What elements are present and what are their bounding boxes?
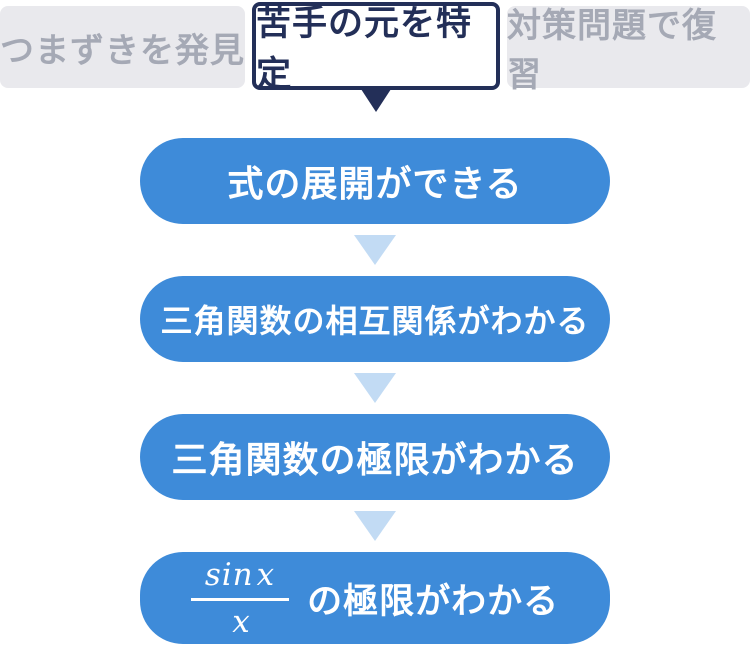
down-arrow-icon <box>354 511 396 541</box>
formula-denominator: x <box>232 604 251 640</box>
flow-step-label: 式の展開ができる <box>227 163 523 204</box>
tab-label: 苦手の元を特定 <box>256 4 473 94</box>
down-arrow-icon <box>354 235 396 265</box>
sinx-over-x-formula: sinx x <box>190 558 290 640</box>
step-tabs: つまずきを発見 苦手の元を特定 対策問題で復習 <box>0 0 750 112</box>
flow-step-trig-interrelations[interactable]: 三角関数の相互関係がわかる <box>140 276 610 362</box>
flow-step-label: の極限がわかる <box>307 581 560 621</box>
formula-numerator: sinx <box>190 558 290 601</box>
flow-step-trig-limits[interactable]: 三角関数の極限がわかる <box>140 414 610 500</box>
skill-flowchart: 式の展開ができる 三角関数の相互関係がわかる 三角関数の極限がわかる sinx … <box>0 138 750 644</box>
flow-step-sinx-over-x-limit[interactable]: sinx x の極限がわかる <box>140 552 610 644</box>
tab-label: つまずきを発見 <box>0 31 245 70</box>
down-arrow-icon <box>354 373 396 403</box>
flow-step-expand-expressions[interactable]: 式の展開ができる <box>140 138 610 224</box>
active-tab-pointer-icon <box>359 86 393 112</box>
flow-step-label: 三角関数の相互関係がわかる <box>160 303 590 339</box>
tab-discover-stumble[interactable]: つまずきを発見 <box>0 6 245 88</box>
tab-identify-weakness[interactable]: 苦手の元を特定 <box>252 2 500 94</box>
tab-review-problems[interactable]: 対策問題で復習 <box>507 6 750 94</box>
flow-step-label: 三角関数の極限がわかる <box>171 439 579 480</box>
tab-label: 対策問題で復習 <box>507 7 717 94</box>
